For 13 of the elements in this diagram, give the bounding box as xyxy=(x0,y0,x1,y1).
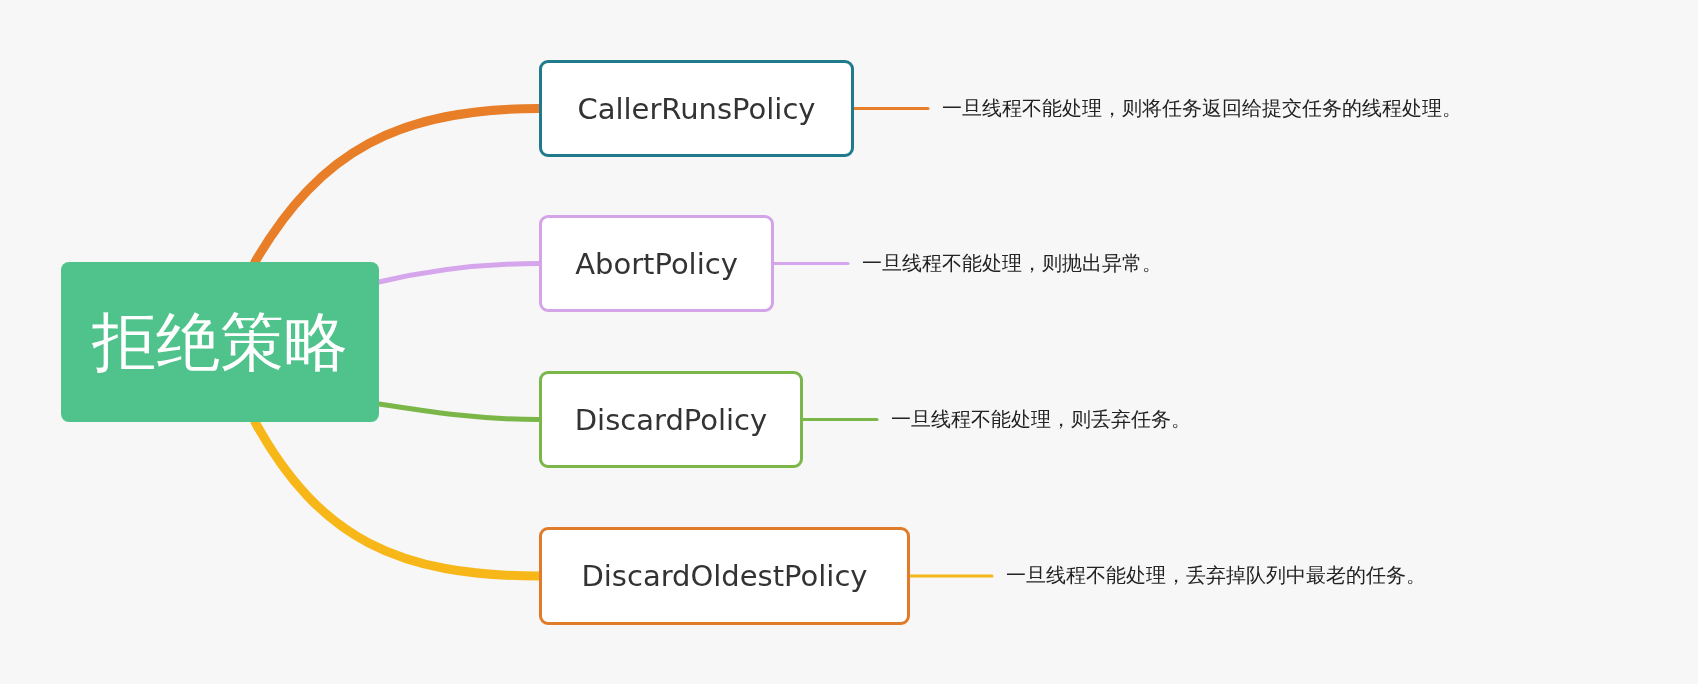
policy-box: DiscardPolicy xyxy=(539,371,803,468)
connector-line xyxy=(852,107,930,110)
description-text: 一旦线程不能处理，则将任务返回给提交任务的线程处理。 xyxy=(942,92,1462,124)
policy-box: CallerRunsPolicy xyxy=(539,60,854,157)
description-text: 一旦线程不能处理，则丢弃任务。 xyxy=(891,403,1191,435)
connector-line xyxy=(801,418,879,421)
connector-line xyxy=(908,574,994,578)
description-text: 一旦线程不能处理，丢弃掉队列中最老的任务。 xyxy=(1006,559,1426,591)
topic-box: 拒绝策略 xyxy=(61,262,379,422)
connector-line xyxy=(772,262,850,265)
description-text: 一旦线程不能处理，则抛出异常。 xyxy=(862,247,1162,279)
policy-box: DiscardOldestPolicy xyxy=(539,527,910,625)
policy-box: AbortPolicy xyxy=(539,215,774,312)
